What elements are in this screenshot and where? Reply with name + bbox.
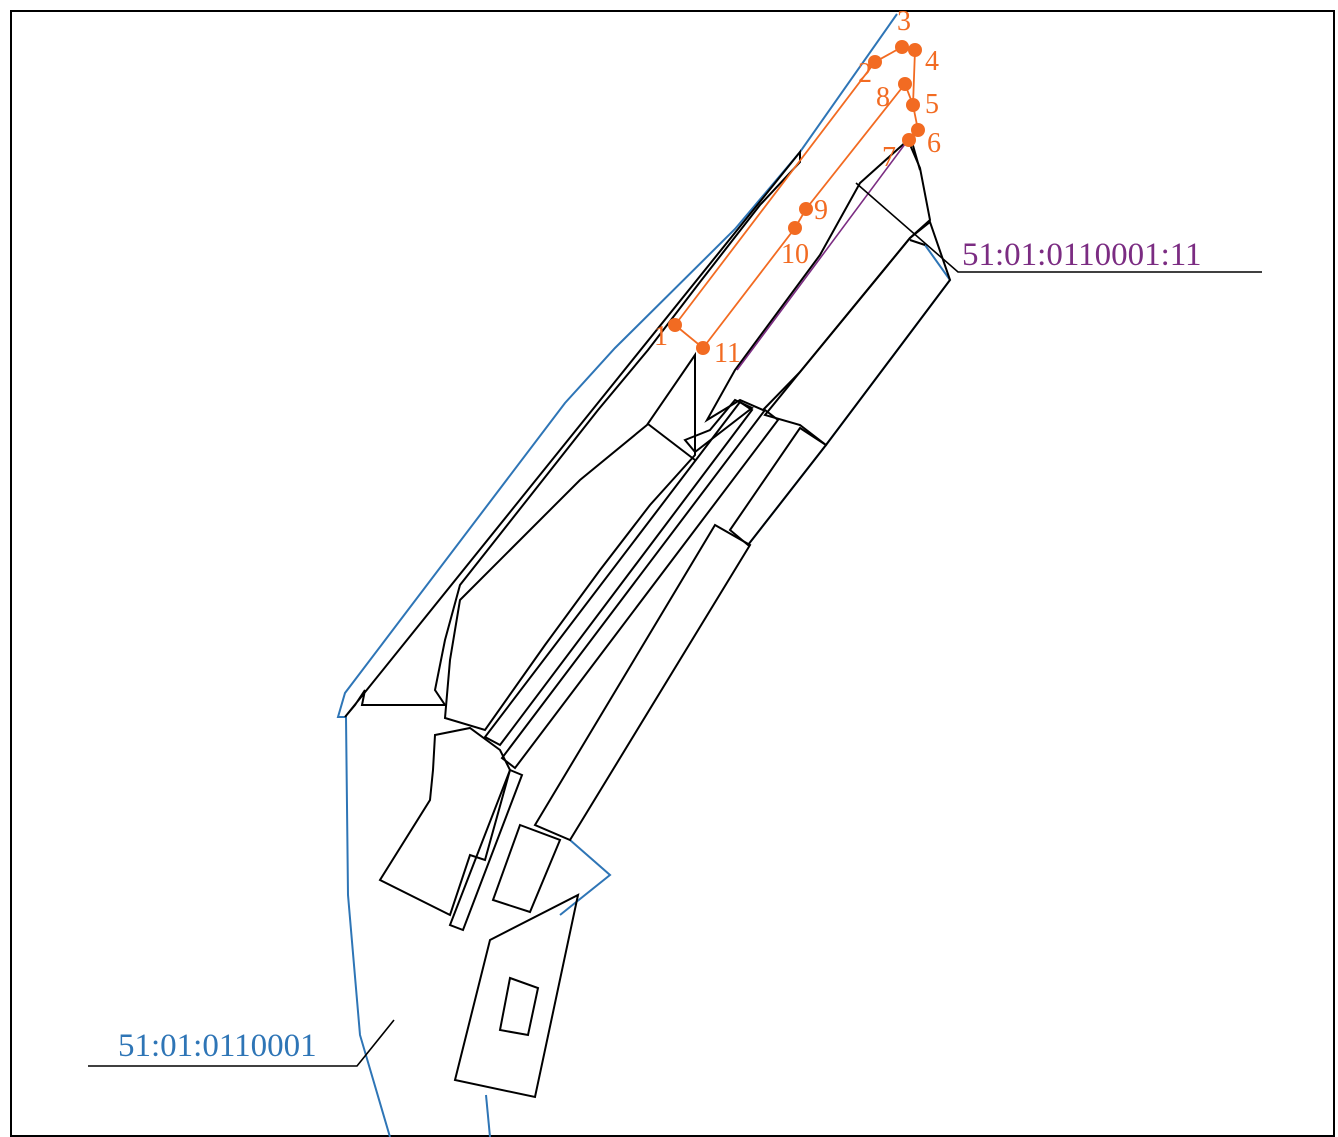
lot-inner-rect [498, 976, 540, 1037]
lot-west-building [378, 726, 512, 917]
lot-main-long [443, 351, 696, 732]
lot-south-long [533, 523, 752, 842]
point-label: 4 [925, 46, 939, 77]
lot-bottom-building [453, 893, 580, 1099]
survey-point[interactable] [906, 98, 920, 112]
lot-north-strip [344, 149, 801, 718]
survey-point[interactable] [668, 318, 682, 332]
survey-point[interactable] [868, 55, 882, 69]
survey-point[interactable] [898, 77, 912, 91]
quarter-boundary-west [336, 13, 898, 1137]
lot-square-south [491, 823, 562, 914]
point-label: 5 [925, 89, 939, 120]
point-label: 8 [876, 82, 890, 113]
point-label: 9 [814, 195, 828, 226]
survey-point[interactable] [911, 123, 925, 137]
lot-divider-1 [647, 423, 696, 461]
survey-point[interactable] [788, 221, 802, 235]
lot-narrow-west [448, 768, 524, 932]
buildings [344, 134, 952, 1099]
survey-point[interactable] [908, 43, 922, 57]
survey-point[interactable] [696, 341, 710, 355]
point-label: 1 [654, 321, 668, 352]
point-label: 7 [882, 142, 896, 173]
lot-divider-3 [909, 239, 926, 246]
quarter-boundary [336, 13, 952, 1137]
parcel-boundary [736, 139, 909, 371]
survey-point[interactable] [902, 133, 916, 147]
quarter-callout: 51:01:0110001 [88, 1019, 395, 1067]
survey-points: 1 2 3 4 5 6 7 8 9 10 11 [654, 6, 941, 369]
parcel-leader-line [855, 182, 1262, 273]
parcel-number-label: 51:01:0110001:11 [962, 237, 1202, 273]
point-label: 6 [927, 128, 941, 159]
quarter-boundary-south [559, 839, 612, 916]
point-label: 3 [897, 6, 911, 37]
lot-narrow-2 [500, 408, 780, 770]
map-frame [10, 10, 1335, 1137]
survey-line-inner [674, 82, 914, 350]
point-label: 11 [714, 338, 741, 369]
parcel-callout: 51:01:0110001:11 [855, 182, 1262, 273]
lot-east-block [728, 426, 828, 547]
point-label: 10 [781, 239, 809, 270]
quarter-leader-line [88, 1019, 395, 1067]
lot-upper-central [704, 138, 932, 423]
lot-narrow-1 [483, 400, 754, 747]
point-label: 2 [858, 58, 872, 89]
lot-narrow-3 [683, 398, 754, 454]
quarter-number-label: 51:01:0110001 [118, 1028, 317, 1064]
quarter-boundary-stub [485, 1094, 491, 1137]
lot-east-long [763, 220, 952, 447]
survey-point[interactable] [895, 40, 909, 54]
survey-point[interactable] [799, 202, 813, 216]
